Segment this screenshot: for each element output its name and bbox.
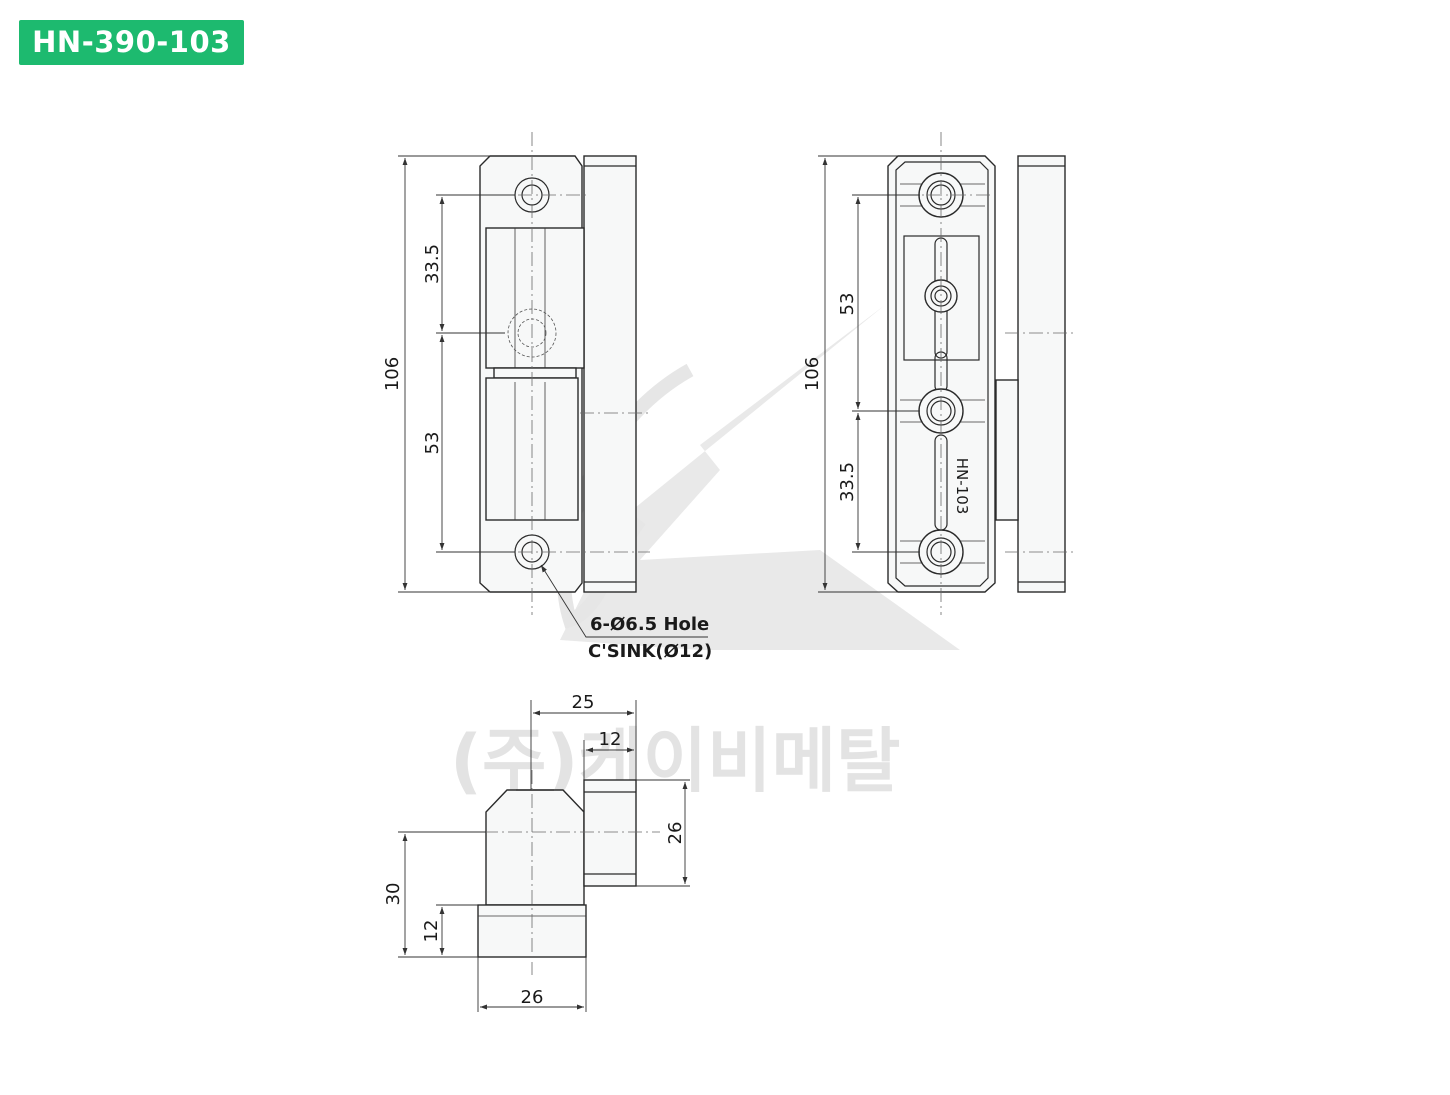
- top-view: 25 12 26 30 12 26: [383, 692, 690, 1012]
- rear-dim-lower-spacing: 33.5: [837, 462, 858, 502]
- rear-dim-upper-spacing: 53: [837, 293, 858, 316]
- rear-view: HN-103 106 53 33.5: [802, 132, 1075, 615]
- top-dim-leaf-height: 26: [665, 822, 686, 845]
- top-dim-base-width: 26: [521, 987, 544, 1008]
- top-dim-leaf-width: 12: [599, 729, 622, 750]
- top-dim-total-width: 25: [572, 692, 595, 713]
- top-dim-body-height: 30: [383, 883, 404, 906]
- front-dim-upper-spacing: 33.5: [422, 244, 443, 284]
- front-view: 106 33.5 53 6-Ø6.5 Hole C'SINK(Ø12): [382, 132, 712, 662]
- top-dim-step-height: 12: [421, 920, 442, 943]
- rear-dim-overall-height: 106: [802, 357, 823, 391]
- hole-note-countersink: C'SINK(Ø12): [588, 641, 712, 662]
- watermark-company-name: (주)케이비메탈: [450, 720, 900, 802]
- front-dim-overall-height: 106: [382, 357, 403, 391]
- model-code-badge: HN-390-103: [19, 20, 244, 65]
- front-dim-lower-spacing: 53: [422, 432, 443, 455]
- part-marking-text: HN-103: [953, 458, 971, 515]
- hole-note-spec: 6-Ø6.5 Hole: [590, 614, 709, 635]
